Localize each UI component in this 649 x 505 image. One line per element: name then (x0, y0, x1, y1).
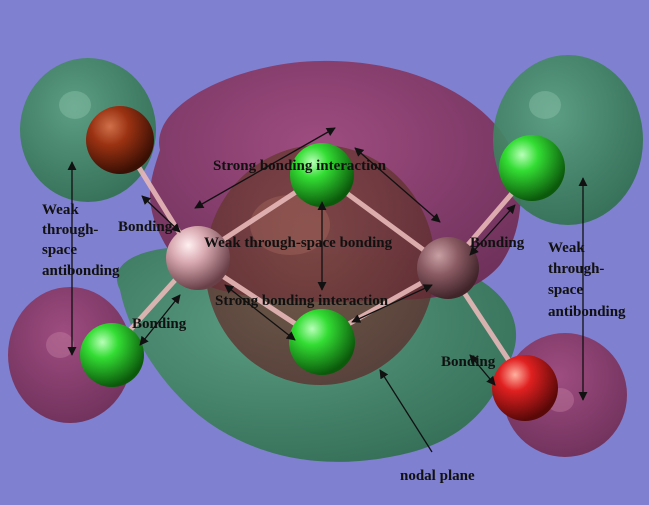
chlorine-atom-top-right (499, 135, 565, 201)
label-weak-left-line-1: Weak (42, 202, 79, 218)
label-weak-left-line-3: space (42, 242, 77, 258)
label-weak-left-line-2: through- (42, 222, 98, 238)
label-nodal-plane: nodal plane (400, 468, 475, 484)
left-bottom-purple-lobe-highlight (46, 332, 74, 358)
label-strong-bonding-top: Strong bonding interaction (213, 158, 387, 174)
annotation-arrows (67, 127, 588, 453)
chlorine-atom-bottom-left (80, 323, 144, 387)
oxygen-atom-bottom-right (492, 355, 558, 421)
label-weak-through-space-bonding: Weak through-space bonding (204, 235, 393, 251)
chlorine-atom-top (290, 143, 354, 207)
chlorine-atom-bottom (289, 309, 355, 375)
right-top-green-lobe-highlight (529, 91, 561, 119)
arrow-bottom-left-diagonal (224, 284, 296, 341)
label-weak-right-line-1: Weak (548, 240, 585, 256)
label-bonding-right-top: Bonding (470, 235, 525, 251)
label-weak-right-line-4: antibonding (548, 304, 626, 320)
label-weak-antibonding-right: Weak through- space antibonding (548, 240, 626, 320)
aluminium-atom-right (417, 237, 479, 299)
label-weak-right-line-3: space (548, 282, 583, 298)
arrow-bonding-left-top (141, 195, 181, 233)
label-bonding-right-bottom: Bonding (441, 354, 496, 370)
arrow-top-right-diagonal (354, 147, 441, 223)
arrow-top-left-diagonal (194, 127, 336, 209)
label-bonding-left-bottom: Bonding (132, 316, 187, 332)
arrow-bonding-left-bottom (139, 294, 181, 346)
label-weak-left-line-4: antibonding (42, 263, 120, 279)
arrow-bonding-right-top (469, 204, 516, 256)
oxygen-atom-top-left (86, 106, 154, 174)
left-top-green-lobe-highlight (59, 91, 91, 119)
label-strong-bonding-bottom: Strong bonding interaction (215, 293, 389, 309)
arrow-nodal-plane (379, 369, 433, 453)
label-weak-antibonding-left: Weak through- space antibonding (42, 202, 120, 279)
aluminium-atom-left (166, 226, 230, 290)
arrow-bonding-right-bottom (469, 354, 496, 386)
label-bonding-left-top: Bonding (118, 219, 173, 235)
arrow-bottom-right-diagonal (351, 284, 433, 323)
label-weak-right-line-2: through- (548, 261, 604, 277)
